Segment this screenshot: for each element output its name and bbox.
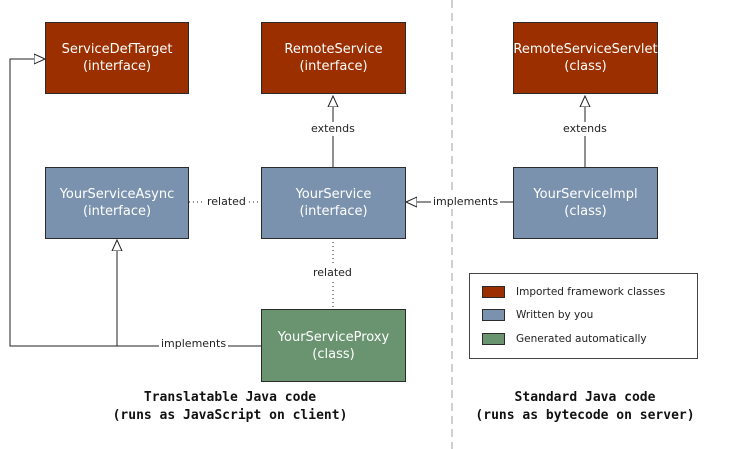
box-kind: (class) <box>564 59 607 74</box>
related-label: related <box>205 195 248 209</box>
legend-label: Written by you <box>516 309 594 321</box>
legend-label: Imported framework classes <box>516 286 666 298</box>
server-caption: Standard Java code (runs as bytecode on … <box>465 389 705 425</box>
your-service-impl-box: YourServiceImpl (class) <box>513 167 658 239</box>
remote-service-servlet-box: RemoteServiceServlet (class) <box>513 22 658 94</box>
client-caption-line-1: Translatable Java code <box>143 390 317 405</box>
remote-service-box: RemoteService (interface) <box>261 22 406 94</box>
box-name: ServiceDefTarget <box>61 42 173 57</box>
service-def-target-box: ServiceDefTarget (interface) <box>45 22 189 94</box>
box-name: YourService <box>295 187 372 202</box>
box-kind: (class) <box>564 204 607 219</box>
client-caption-line-2: (runs as JavaScript on client) <box>112 408 348 423</box>
box-name: YourServiceAsync <box>59 187 175 202</box>
legend-item-written: Written by you <box>482 309 593 321</box>
box-kind: (interface) <box>82 59 152 74</box>
client-caption: Translatable Java code (runs as JavaScri… <box>70 389 390 425</box>
extends-label: extends <box>561 122 609 136</box>
box-name: RemoteService <box>284 42 383 57</box>
extends-label: extends <box>309 122 357 136</box>
legend-swatch <box>482 309 505 321</box>
your-service-async-box: YourServiceAsync (interface) <box>45 167 189 239</box>
box-kind: (interface) <box>82 204 152 219</box>
box-kind: (class) <box>312 346 355 362</box>
your-service-proxy-box: YourServiceProxy (class) <box>261 309 406 382</box>
server-caption-line-2: (runs as bytecode on server) <box>475 408 695 423</box>
your-service-box: YourService (interface) <box>261 167 406 239</box>
legend-label: Generated automatically <box>516 333 647 345</box>
box-name: YourServiceImpl <box>533 187 638 202</box>
related-label: related <box>311 266 354 280</box>
edge-implements-service-def-target <box>9 59 117 347</box>
box-name: RemoteServiceServlet <box>513 42 658 57</box>
legend: Imported framework classes Written by yo… <box>469 273 698 359</box>
box-kind: (interface) <box>299 204 368 219</box>
box-kind: (interface) <box>299 59 368 74</box>
implements-label: implements <box>431 195 501 209</box>
server-caption-line-1: Standard Java code <box>514 390 656 405</box>
legend-item-imported: Imported framework classes <box>482 286 665 298</box>
legend-item-generated: Generated automatically <box>482 333 647 345</box>
edge-implements-async <box>117 240 261 347</box>
legend-swatch <box>482 286 505 298</box>
legend-swatch <box>482 333 505 345</box>
implements-label: implements <box>159 337 229 351</box>
box-name: YourServiceProxy <box>277 329 390 345</box>
